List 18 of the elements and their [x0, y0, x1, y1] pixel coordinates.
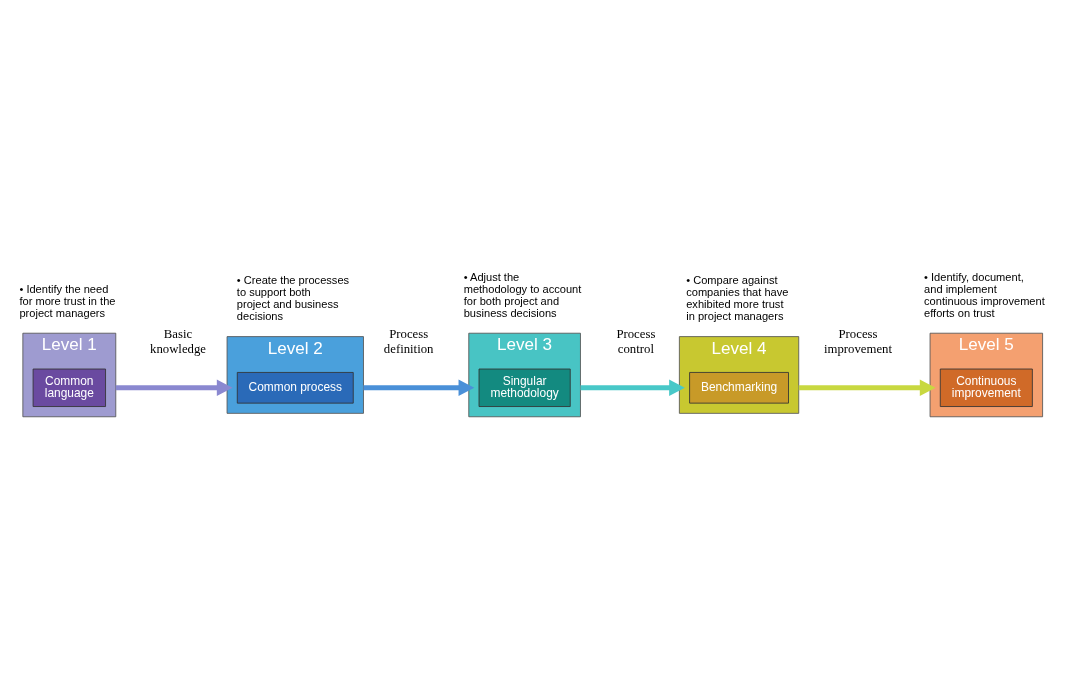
- node-box: Common process: [236, 372, 354, 404]
- node-box: Continuous improvement: [939, 368, 1033, 407]
- node-box: Benchmarking: [689, 372, 789, 404]
- edge-label: Process definition: [383, 327, 434, 356]
- node-label: • Compare against companies that have exhibited more trust in project managers: [686, 274, 789, 322]
- node-box: Common language: [32, 368, 106, 407]
- edge-label: Basic knowledge: [150, 327, 207, 356]
- node-label: • Adjust the methodology to account for both project and business decisions: [463, 270, 582, 319]
- arrow: [363, 379, 475, 397]
- node-label: • Create the processes to support both project and business decisions: [236, 274, 350, 322]
- arrow: [115, 379, 233, 397]
- arrow: [798, 379, 936, 397]
- edge-label: Process improvement: [823, 327, 893, 356]
- node-label: • Identify the need for more trust in the project managers: [19, 282, 116, 319]
- arrow: [580, 379, 685, 397]
- node-label: • Identify, document, and implement continuous improvement efforts on trust: [924, 270, 1045, 319]
- node-box: Singular methodology: [478, 368, 571, 407]
- edge-label: Process control: [616, 327, 656, 356]
